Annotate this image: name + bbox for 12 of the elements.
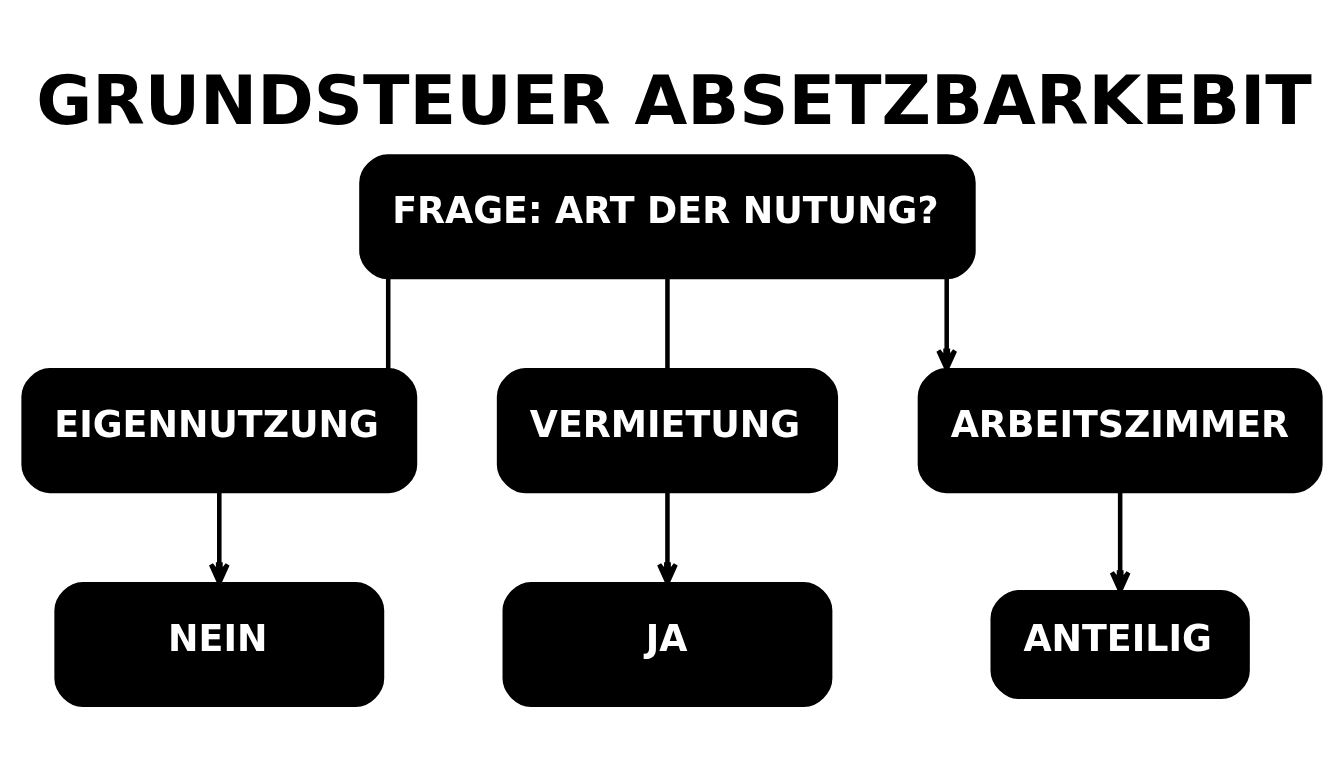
arrow bbox=[1109, 492, 1131, 593]
node-box: JA bbox=[502, 581, 833, 708]
node-box: ANTEILIG bbox=[990, 589, 1250, 700]
node-box: VERMIETUNG bbox=[496, 368, 839, 494]
node-box: FRAGE: ART DER NUTUNG? bbox=[359, 154, 976, 280]
node-box: ARBEITSZIMMER bbox=[917, 368, 1323, 494]
arrow bbox=[936, 278, 958, 372]
connector bbox=[665, 278, 670, 369]
node-box: EIGENNUTZUNG bbox=[21, 368, 418, 494]
diagram-title: GRUNDSTEUER ABSETZBARKEBIT bbox=[36, 60, 1312, 140]
node-box: NEIN bbox=[54, 581, 385, 708]
connector bbox=[385, 278, 391, 369]
